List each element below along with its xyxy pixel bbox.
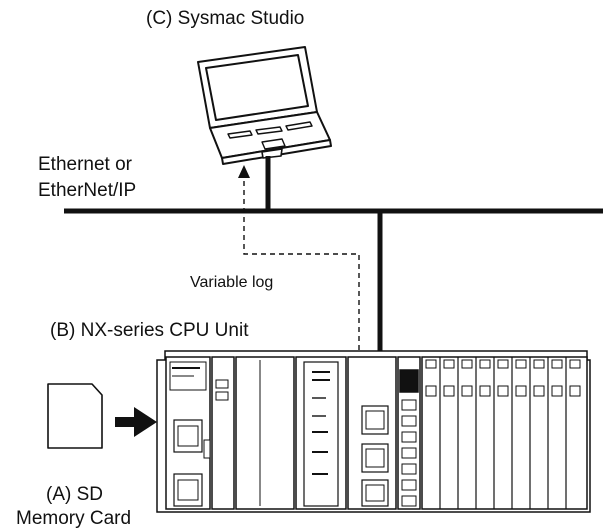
variable-log-path [243,176,360,350]
plc-rack-icon [156,350,591,513]
variable-log-label: Variable log [190,274,273,291]
network-label-line2: EtherNet/IP [38,180,136,201]
laptop-icon [197,46,332,165]
arrow-up-icon [238,165,250,178]
cpu-unit-label: (B) NX-series CPU Unit [50,320,249,341]
sd-card-label-line1: (A) SD [46,484,103,505]
sd-card-icon [47,383,103,449]
sd-card-label-line2: Memory Card [16,508,131,529]
sysmac-studio-label: (C) Sysmac Studio [146,8,304,29]
network-label-line1: Ethernet or [38,154,133,175]
arrow-right-icon [115,407,157,437]
